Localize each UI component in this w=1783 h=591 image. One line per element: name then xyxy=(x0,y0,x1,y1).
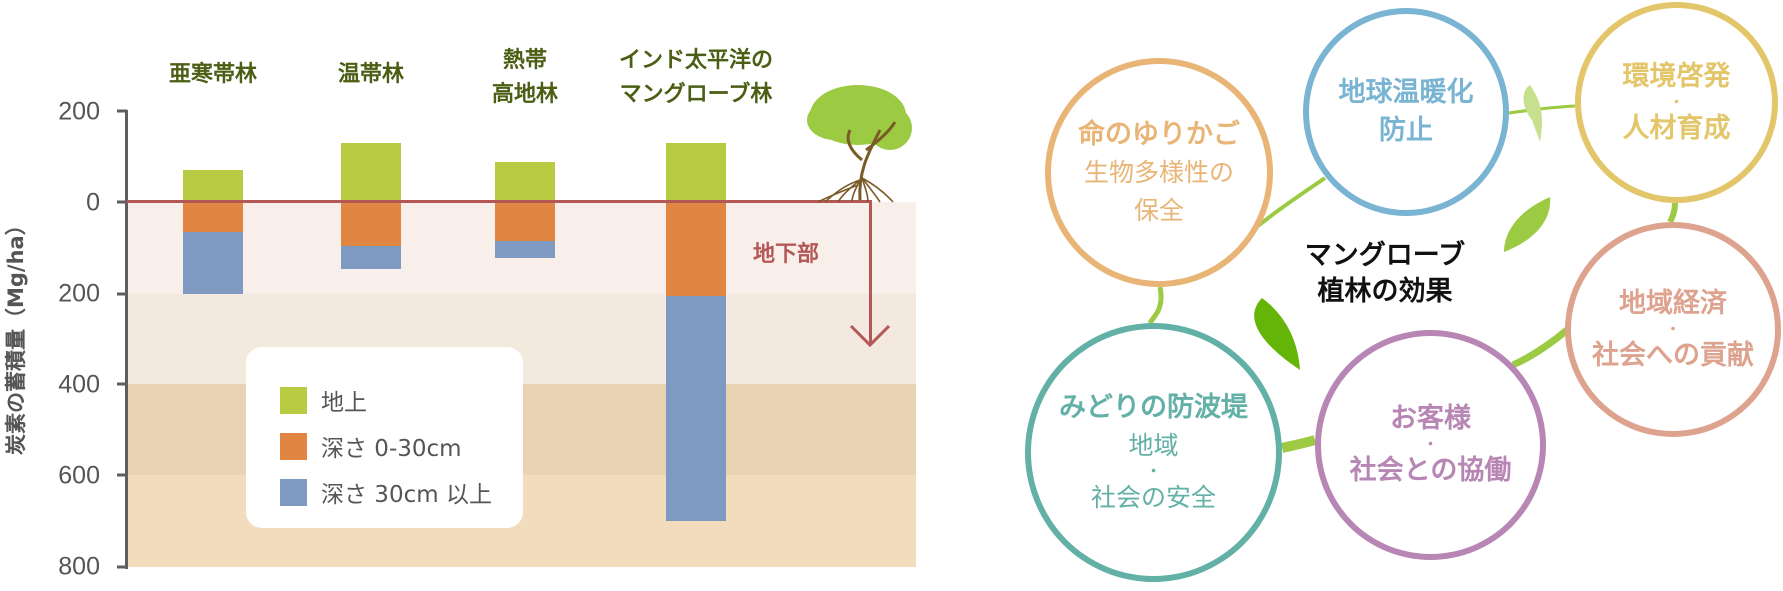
category-label-mangrove: インド太平洋の マングローブ林 xyxy=(619,44,773,112)
category-label-line: インド太平洋の xyxy=(618,48,774,73)
category-label-line: マングローブ林 xyxy=(619,82,773,107)
circle-global-warming: 地球温暖化 防止 xyxy=(1303,8,1509,216)
legend-label: 深さ 0-30cm xyxy=(321,436,462,462)
category-label-line: 亜寒帯林 xyxy=(168,62,258,87)
y-tick-label: 400 xyxy=(58,370,100,399)
underground-label: 地下部 xyxy=(753,242,820,267)
circle-title: 環境啓発 xyxy=(1622,60,1731,92)
category-label-line: 温帯林 xyxy=(337,62,405,87)
circle-subtitle: 社会との協働 xyxy=(1349,455,1512,486)
legend-label: 地上 xyxy=(321,390,367,416)
mangrove-tree-icon xyxy=(807,85,912,203)
y-tick xyxy=(117,292,127,296)
circle-subtitle: 防止 xyxy=(1379,115,1433,146)
underground-arrow-shaft xyxy=(869,200,872,344)
legend-swatch-orange xyxy=(280,432,307,460)
circle-customer-collaboration: お客様 ・ 社会との協働 xyxy=(1315,330,1546,560)
bar-mangrove-0-30cm xyxy=(666,202,726,296)
circle-separator: ・ xyxy=(1669,94,1684,111)
y-tick xyxy=(117,565,127,569)
category-label-subarctic: 亜寒帯林 xyxy=(169,58,257,92)
circle-title: 地域経済 xyxy=(1619,287,1727,319)
legend-item-30cm-plus: 深さ 30cm 以上 xyxy=(280,469,523,515)
bar-subarctic-aboveground xyxy=(183,170,243,202)
y-tick-label: 200 xyxy=(58,279,100,308)
category-label-temperate: 温帯林 xyxy=(338,58,404,92)
chart-legend: 地上 深さ 0-30cm 深さ 30cm 以上 xyxy=(246,347,523,528)
bar-temperate-aboveground xyxy=(341,143,401,202)
circle-subtitle: 人材育成 xyxy=(1622,112,1731,144)
circle-subtitle: 保全 xyxy=(1133,195,1184,225)
category-label-line: 高地林 xyxy=(491,82,559,107)
y-tick xyxy=(117,473,127,477)
y-tick xyxy=(117,109,127,113)
bar-mangrove-aboveground xyxy=(666,143,726,202)
circle-local-economy: 地域経済 ・ 社会への貢献 xyxy=(1565,222,1781,437)
carbon-stock-chart: 200 0 200 400 600 800 炭素の蓄積量（Mg/ha） 亜寒帯林… xyxy=(4,44,916,581)
bar-tropical-aboveground xyxy=(495,162,555,202)
diagram-center-title: マングローブ 植林の効果 xyxy=(1285,238,1485,310)
circle-cradle-of-life: 命のゆりかご 生物多様性の 保全 xyxy=(1045,58,1273,287)
legend-item-0-30cm: 深さ 0-30cm xyxy=(280,423,523,469)
circle-separator: ・ xyxy=(1423,437,1438,453)
center-title-line: マングローブ xyxy=(1304,240,1466,271)
y-tick xyxy=(117,382,127,386)
y-tick-label: 200 xyxy=(58,97,100,126)
circle-title: 命のゆりかご xyxy=(1078,118,1240,150)
category-label-line: 熱帯 xyxy=(502,48,548,73)
y-tick-label: 600 xyxy=(58,461,100,490)
y-axis xyxy=(125,110,128,569)
leaf-icon xyxy=(1254,298,1300,370)
circle-title: 地球温暖化 xyxy=(1338,77,1474,108)
circle-separator: ・ xyxy=(1666,321,1680,338)
bar-temperate-0-30cm xyxy=(341,202,401,246)
legend-label: 深さ 30cm 以上 xyxy=(321,482,492,508)
category-label-tropical-upland: 熱帯 高地林 xyxy=(492,44,558,112)
y-tick xyxy=(117,200,127,204)
leaf-icon xyxy=(1523,85,1542,142)
bar-tropical-0-30cm xyxy=(495,202,555,241)
bar-temperate-30cm-plus xyxy=(341,246,401,269)
circle-separator: ・ xyxy=(1146,463,1161,480)
underground-arrow-head-icon xyxy=(849,324,891,348)
circle-green-breakwater: みどりの防波堤 地域 ・ 社会の安全 xyxy=(1025,323,1282,582)
circle-title: お客様 xyxy=(1390,403,1471,434)
legend-item-aboveground: 地上 xyxy=(280,377,523,423)
legend-swatch-blue xyxy=(280,478,307,506)
center-title-line: 植林の効果 xyxy=(1317,276,1453,307)
y-tick-label: 0 xyxy=(86,188,100,217)
circle-environmental-education: 環境啓発 ・ 人材育成 xyxy=(1575,2,1778,203)
bar-tropical-30cm-plus xyxy=(495,241,555,258)
circle-subtitle: 生物多様性の xyxy=(1083,157,1234,187)
bar-mangrove-30cm-plus xyxy=(666,296,726,521)
bar-subarctic-0-30cm xyxy=(183,202,243,232)
ground-line xyxy=(127,200,872,203)
circle-subtitle: 社会への貢献 xyxy=(1592,339,1754,371)
circle-subtitle: 社会の安全 xyxy=(1090,482,1216,512)
y-tick-label: 800 xyxy=(58,552,100,581)
circle-title: みどりの防波堤 xyxy=(1059,391,1248,423)
leaf-icon xyxy=(1504,197,1551,252)
legend-swatch-green xyxy=(280,386,307,414)
bar-subarctic-30cm-plus xyxy=(183,232,243,294)
circle-subtitle: 地域 xyxy=(1128,430,1179,460)
